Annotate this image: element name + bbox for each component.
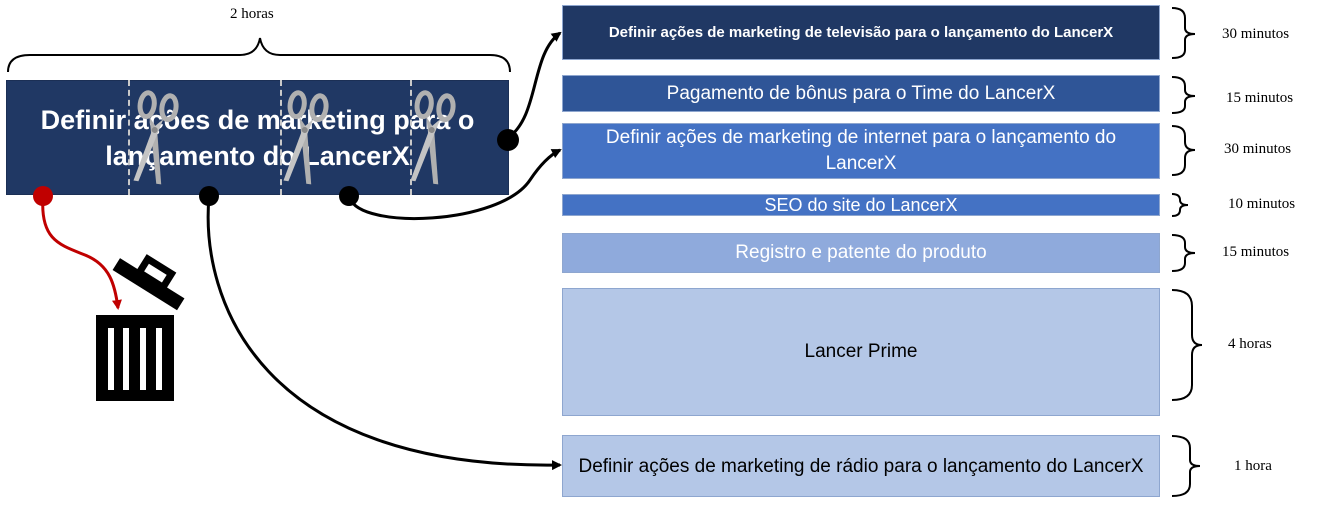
cut-line bbox=[410, 80, 412, 195]
subtask-box-internet[interactable]: Definir ações de marketing de internet p… bbox=[562, 123, 1160, 179]
connector-dot bbox=[199, 186, 219, 206]
subtask-label-radio: Definir ações de marketing de rádio para… bbox=[578, 455, 1144, 477]
duration-label-internet: 30 minutos bbox=[1224, 141, 1292, 157]
duration-brace bbox=[1171, 125, 1196, 176]
duration-brace bbox=[1171, 193, 1189, 217]
delete-arrow bbox=[41, 196, 122, 310]
subtask-label-patent: Registro e patente do produto bbox=[735, 242, 987, 263]
connector-arrow bbox=[348, 148, 562, 221]
subtask-box-prime[interactable]: Lancer Prime bbox=[562, 288, 1160, 416]
main-duration-label: 2 horas bbox=[230, 6, 274, 22]
subtask-box-bonus[interactable]: Pagamento de bônus para o Time do Lancer… bbox=[562, 75, 1160, 112]
subtask-box-patent[interactable]: Registro e patente do produto bbox=[562, 233, 1160, 273]
duration-label-tv: 30 minutos bbox=[1222, 26, 1290, 42]
cut-line bbox=[128, 80, 130, 195]
duration-label-seo: 10 minutos bbox=[1228, 196, 1296, 212]
subtask-label-prime: Lancer Prime bbox=[804, 341, 918, 362]
connector-dot bbox=[497, 129, 519, 151]
duration-label-radio: 1 hora bbox=[1234, 458, 1272, 474]
subtask-label-internet: Definir ações de marketing de internet p… bbox=[605, 127, 1117, 174]
subtask-box-radio[interactable]: Definir ações de marketing de rádio para… bbox=[562, 435, 1160, 497]
subtask-label-seo: SEO do site do LancerX bbox=[764, 195, 958, 215]
duration-label-patent: 15 minutos bbox=[1222, 244, 1290, 260]
duration-brace bbox=[1171, 435, 1201, 497]
connector-dot bbox=[339, 186, 359, 206]
duration-label-prime: 4 horas bbox=[1228, 336, 1272, 352]
connector-arrow bbox=[206, 196, 562, 471]
duration-brace bbox=[1171, 289, 1203, 401]
duration-label-bonus: 15 minutos bbox=[1226, 90, 1294, 106]
cut-line bbox=[280, 80, 282, 195]
subtask-box-seo[interactable]: SEO do site do LancerX bbox=[562, 194, 1160, 216]
subtask-label-bonus: Pagamento de bônus para o Time do Lancer… bbox=[666, 82, 1056, 104]
delete-dot bbox=[33, 186, 53, 206]
subtask-box-tv[interactable]: Definir ações de marketing de televisão … bbox=[562, 5, 1160, 60]
connector-arrow bbox=[507, 31, 562, 140]
subtask-label-tv: Definir ações de marketing de televisão … bbox=[608, 24, 1114, 41]
duration-brace bbox=[1171, 7, 1196, 59]
duration-brace bbox=[1171, 76, 1196, 114]
duration-brace bbox=[1171, 234, 1196, 272]
